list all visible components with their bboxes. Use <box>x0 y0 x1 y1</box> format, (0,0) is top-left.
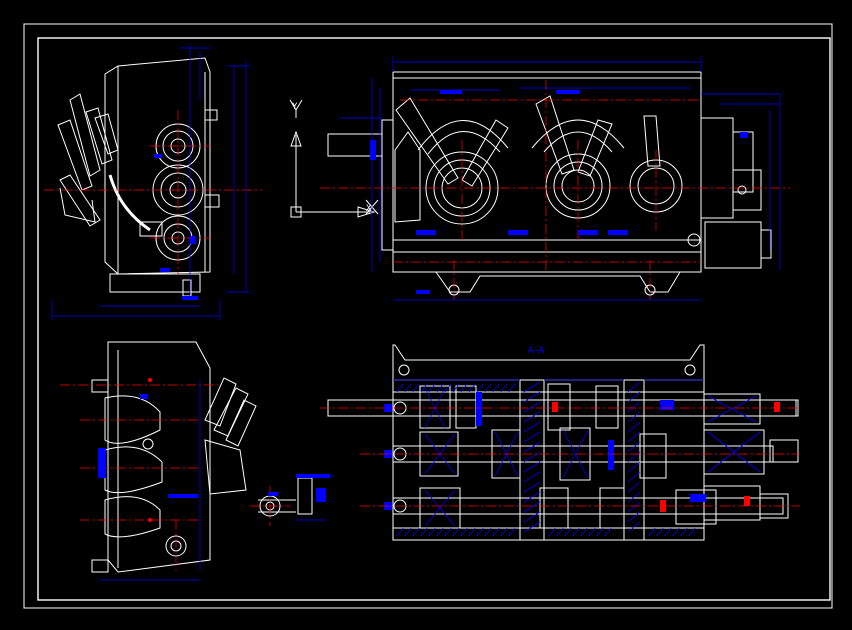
side-view-top <box>44 44 262 320</box>
drawing-frame <box>23 23 833 609</box>
axis-label-y-text: Y <box>292 102 298 112</box>
axis-label-x-text: X <box>366 204 372 214</box>
section-view-a-a <box>320 344 800 541</box>
section-label-a-a: A—A <box>528 346 545 356</box>
axis-symbol <box>289 99 379 218</box>
side-view-bottom <box>60 341 334 581</box>
front-view <box>320 56 790 301</box>
